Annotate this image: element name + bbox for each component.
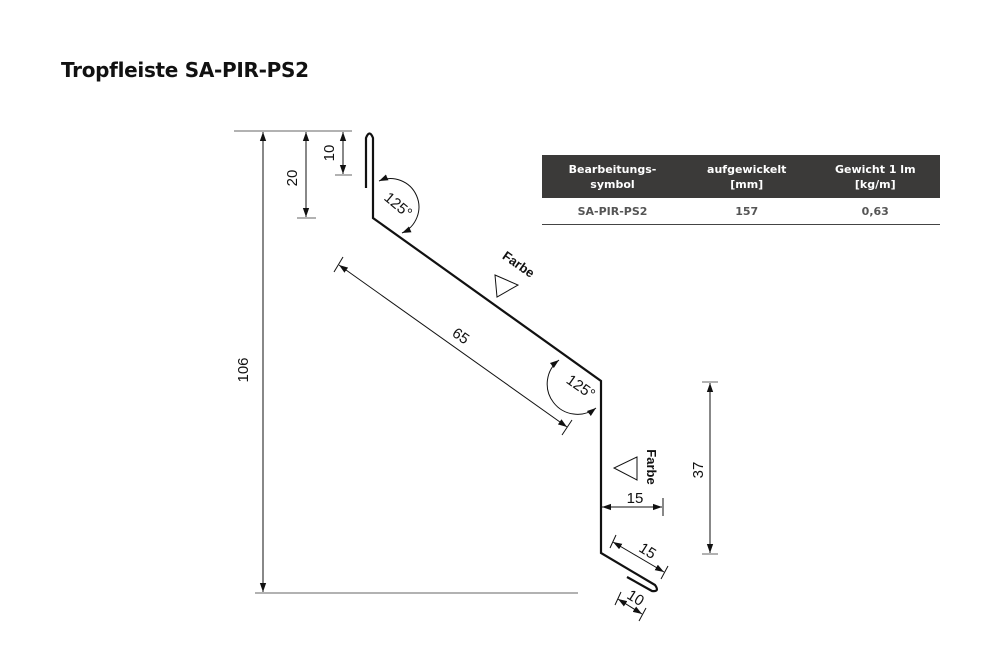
tick bbox=[660, 565, 669, 580]
header-line: symbol bbox=[590, 177, 635, 191]
profile-line bbox=[364, 132, 659, 593]
angle-arc-lower bbox=[546, 359, 597, 416]
dim-label-20: 20 bbox=[284, 170, 301, 187]
header-line: Bearbeitungs- bbox=[568, 162, 657, 176]
dim-label-10-hem: 10 bbox=[624, 587, 647, 610]
dim-label-65: 65 bbox=[449, 325, 472, 348]
header-line: [kg/m] bbox=[854, 177, 896, 191]
angle-label-upper: 125° bbox=[381, 189, 416, 222]
page-title: Tropfleiste SA-PIR-PS2 bbox=[61, 58, 309, 82]
table-row: SA-PIR-PS2 157 0,63 bbox=[542, 198, 940, 225]
tick bbox=[561, 419, 573, 436]
tick bbox=[614, 591, 622, 606]
header-weight: Gewicht 1 lm[kg/m] bbox=[810, 155, 940, 198]
dim-label-15-horizontal: 15 bbox=[627, 490, 644, 507]
spec-table: Bearbeitungs-symbol aufgewickelt[mm] Gew… bbox=[542, 155, 940, 225]
dim-label-37: 37 bbox=[690, 462, 707, 479]
dim-line-10-hem bbox=[617, 598, 643, 615]
angle-arc-upper bbox=[378, 174, 420, 234]
color-side-triangle-1 bbox=[494, 274, 520, 298]
color-side-triangle-2 bbox=[612, 456, 638, 481]
tick bbox=[609, 534, 617, 549]
table-header-row: Bearbeitungs-symbol aufgewickelt[mm] Gew… bbox=[542, 155, 940, 198]
color-side-label-1: Farbe bbox=[500, 248, 538, 281]
header-unrolled: aufgewickelt[mm] bbox=[682, 155, 811, 198]
tick bbox=[638, 607, 647, 622]
header-symbol: Bearbeitungs-symbol bbox=[542, 155, 683, 198]
color-side-label-2: Farbe bbox=[644, 449, 659, 484]
cell-symbol: SA-PIR-PS2 bbox=[542, 198, 683, 225]
tick bbox=[333, 256, 344, 273]
header-line: [mm] bbox=[730, 177, 764, 191]
header-line: aufgewickelt bbox=[707, 162, 787, 176]
dim-line-65 bbox=[338, 264, 568, 428]
dim-label-10: 10 bbox=[321, 145, 338, 162]
dim-label-15-diagonal: 15 bbox=[636, 540, 659, 563]
header-line: Gewicht 1 lm bbox=[834, 162, 916, 176]
dim-line-15-diagonal bbox=[612, 541, 665, 573]
dim-label-106: 106 bbox=[235, 357, 252, 382]
cell-unrolled: 157 bbox=[682, 198, 811, 225]
cell-weight: 0,63 bbox=[810, 198, 940, 225]
